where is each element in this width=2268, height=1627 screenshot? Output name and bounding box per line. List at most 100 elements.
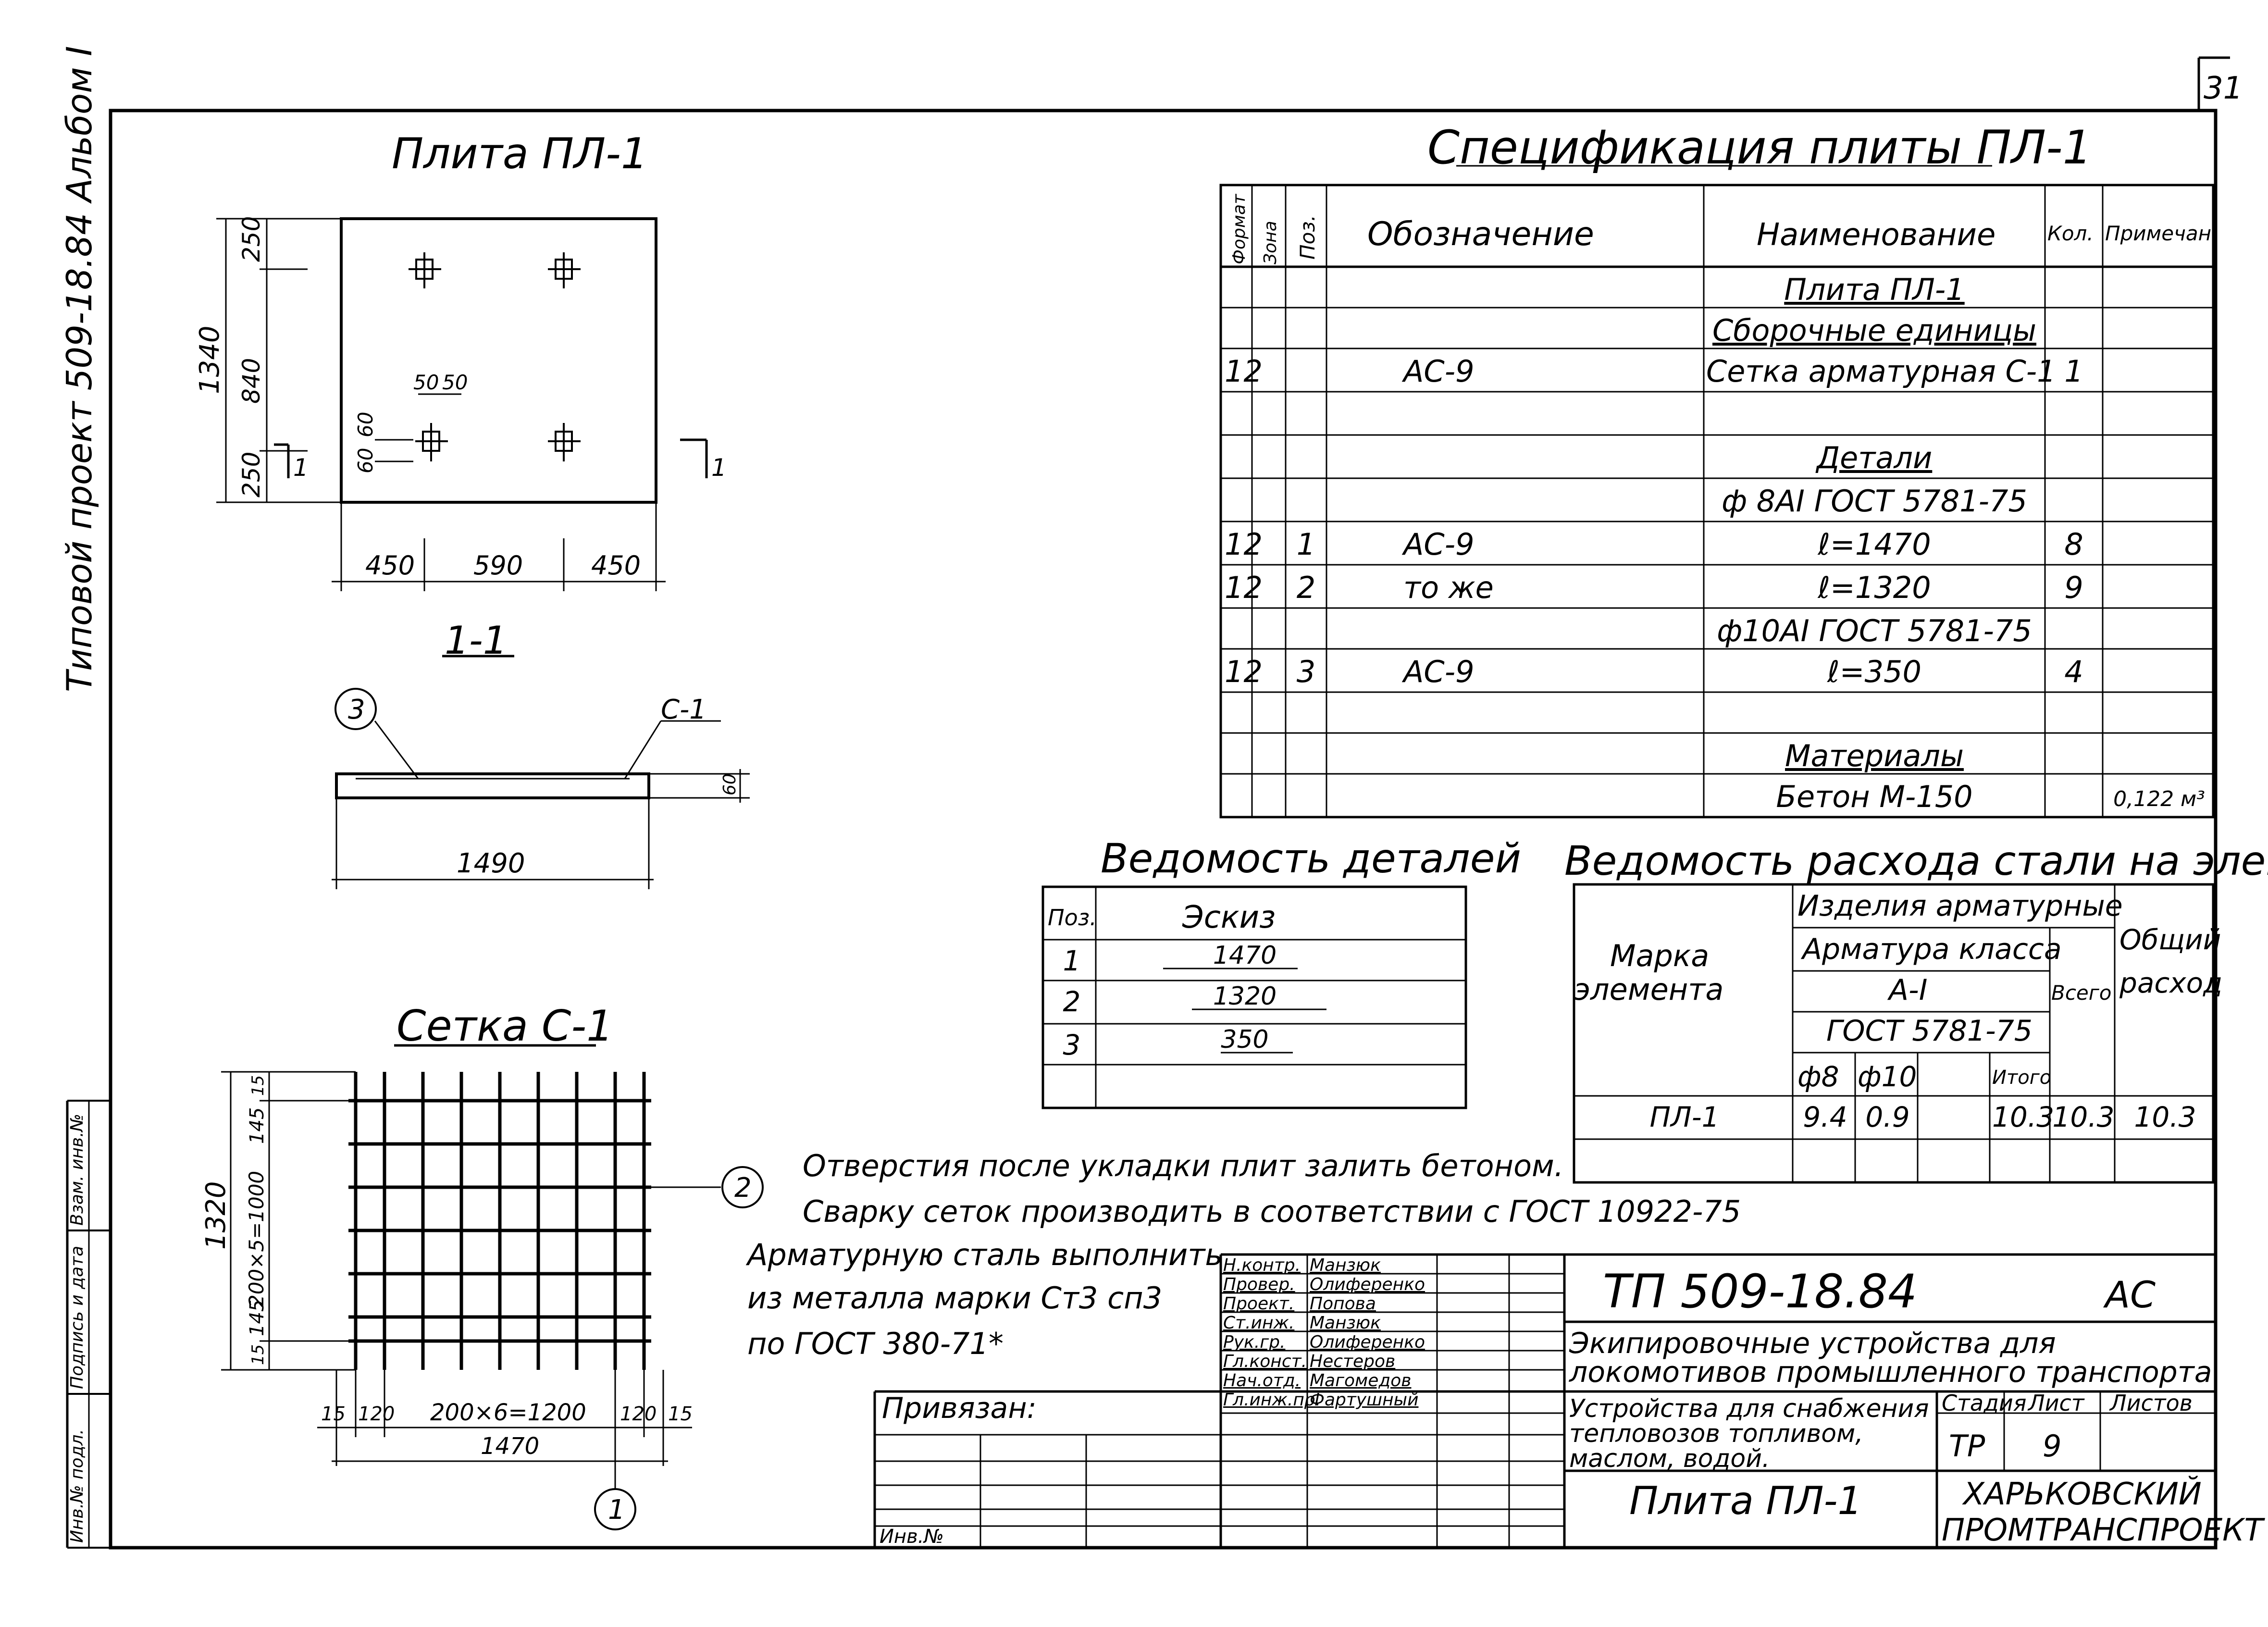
mesh-callout-2: 2: [734, 1172, 752, 1204]
steel-row-cell: 10.3: [1992, 1101, 2055, 1133]
spec-h-prim: Примечан.: [2105, 222, 2218, 245]
steel-row-cell: 10.3: [2134, 1101, 2196, 1133]
stamp-org-1: ХАРЬКОВСКИЙ: [1962, 1476, 2202, 1512]
steel-h-f8: ф8: [1797, 1060, 1839, 1093]
stamp-role: Н.контр.: [1223, 1255, 1301, 1275]
strip-vzam: Взам. инв.№: [67, 1114, 87, 1226]
stamp-drawing-title: Плита ПЛ-1: [1629, 1478, 1862, 1523]
stamp-list: 9: [2043, 1428, 2061, 1464]
spec-cell: то же: [1403, 570, 1494, 605]
section-dim-height: 60: [720, 773, 740, 795]
stamp-role: Нач.отд.: [1223, 1371, 1301, 1391]
mesh-dim-h4: 15: [668, 1403, 693, 1425]
mesh-dim-v4: 15: [248, 1344, 268, 1365]
plate-dim-v3: 250: [237, 452, 265, 497]
plate-dim-v1: 250: [237, 216, 265, 262]
stamp-name: Нестеров: [1310, 1352, 1396, 1371]
section-title: 1-1: [445, 618, 508, 663]
note-line: Отверстия после укладки плит залить бето…: [803, 1148, 1564, 1183]
spec-h-format: Формат: [1229, 194, 1249, 264]
spec-cell: Детали: [1816, 440, 1933, 475]
stamp-role: Проект.: [1223, 1294, 1295, 1314]
spec-cell: АС-9: [1403, 654, 1475, 689]
stamp-name: Олиференко: [1310, 1275, 1425, 1294]
section-callout-3: 3: [348, 694, 365, 725]
spec-cell: 4: [2064, 654, 2083, 689]
spec-h-naim: Наименование: [1757, 217, 1995, 253]
details-sketch-length: 1320: [1213, 982, 1277, 1011]
mesh-dim-v0: 15: [248, 1075, 268, 1096]
stamp-role: Провер.: [1223, 1275, 1295, 1294]
spec-cell: ф 8АI ГОСТ 5781-75: [1722, 484, 2027, 519]
stamp-name: Магомедов: [1310, 1371, 1412, 1391]
mesh-dim-v1: 145: [246, 1107, 268, 1144]
note-line: Сварку сеток производить в соответствии …: [803, 1194, 1741, 1229]
note-line: Арматурную сталь выполнить: [747, 1237, 1223, 1272]
stamp-list-label: Лист: [2027, 1390, 2085, 1416]
steel-h-items: Изделия арматурные: [1797, 889, 2123, 923]
hole-dim-2: 50: [442, 371, 468, 394]
details-poz: 1: [1063, 944, 1081, 977]
spec-cell: АС-9: [1403, 527, 1475, 562]
plate-outline: [340, 217, 657, 504]
stamp-name: Олиференко: [1310, 1332, 1425, 1352]
spec-cell: 0,122 м³: [2113, 787, 2205, 811]
plate-dim-h1: 450: [365, 550, 415, 581]
mesh-dim-h1: 120: [358, 1403, 395, 1425]
steel-title: Ведомость расхода стали на элемент: [1564, 837, 2268, 884]
mesh-callout-1: 1: [608, 1494, 625, 1526]
steel-h-class: Арматура класса: [1800, 932, 2062, 966]
spec-cell: 2: [1296, 570, 1316, 605]
plate-dim-v2: 840: [237, 358, 265, 404]
plate-title: Плита ПЛ-1: [392, 129, 648, 178]
mesh-dim-v2: 200×5=1000: [245, 1171, 268, 1307]
stamp-listov-label: Листов: [2109, 1390, 2193, 1416]
details-h-poz: Поз.: [1048, 905, 1097, 931]
mesh-dim-h3: 120: [620, 1403, 657, 1425]
section-dim-length: 1490: [457, 848, 525, 879]
stamp-stadia-label: Стадия: [1942, 1390, 2026, 1416]
steel-h-vsego: Всего: [2051, 981, 2112, 1005]
spec-cell: 9: [2064, 570, 2083, 605]
strip-inv-podl: Инв.№ подл.: [67, 1429, 87, 1543]
spec-cell: 3: [1296, 654, 1316, 689]
note-line: из металла марки Ст3 сп3: [747, 1280, 1163, 1316]
details-sketch-length: 350: [1221, 1025, 1269, 1054]
hole-dim-v2: 60: [354, 448, 377, 473]
spec-h-zona: Зона: [1261, 221, 1280, 264]
spec-cell: 1: [1296, 527, 1316, 562]
details-title: Ведомость деталей: [1101, 835, 1521, 882]
stamp-stadia: ТР: [1949, 1428, 1985, 1464]
spec-table-grid: [1219, 184, 2215, 819]
steel-row-cell: ПЛ-1: [1649, 1101, 1720, 1133]
spec-cell: Материалы: [1785, 738, 1964, 773]
spec-cell: 1: [2064, 354, 2083, 389]
sheet-frame: [109, 109, 2218, 1550]
stamp-name: Манзюк: [1310, 1255, 1381, 1275]
mesh-dim-total-h: 1470: [481, 1433, 539, 1460]
spec-cell: 12: [1225, 570, 1263, 605]
stamp-code-suffix: АС: [2103, 1273, 2156, 1316]
plate-dim-h2: 590: [473, 550, 523, 581]
mesh-dim-h0: 15: [321, 1403, 346, 1425]
section-mark-right: 1: [711, 454, 727, 482]
spec-cell: 12: [1225, 654, 1263, 689]
mesh-dim-v3: 145: [246, 1300, 268, 1336]
stamp-name: Фартушный: [1310, 1390, 1419, 1410]
stamp-code: ТП 509-18.84: [1603, 1265, 1917, 1318]
stamp-name: Манзюк: [1310, 1313, 1381, 1333]
hole-dim-1: 50: [413, 371, 439, 394]
stamp-project-name: Экипировочные устройства для локомотивов…: [1569, 1327, 2212, 1389]
details-poz: 3: [1063, 1029, 1081, 1061]
spec-cell: Сборочные единицы: [1712, 313, 2036, 348]
mesh-title: Сетка С-1: [397, 1001, 613, 1051]
spec-cell: Бетон М-150: [1776, 779, 1973, 814]
details-table-grid: [1041, 885, 1467, 1109]
steel-row-cell: 10.3: [2052, 1101, 2115, 1133]
steel-row-cell: 9.4: [1803, 1101, 1847, 1133]
side-title: Типовой проект 509-18.84 Альбом I: [59, 46, 99, 692]
plate-dim-h3: 450: [591, 550, 641, 581]
